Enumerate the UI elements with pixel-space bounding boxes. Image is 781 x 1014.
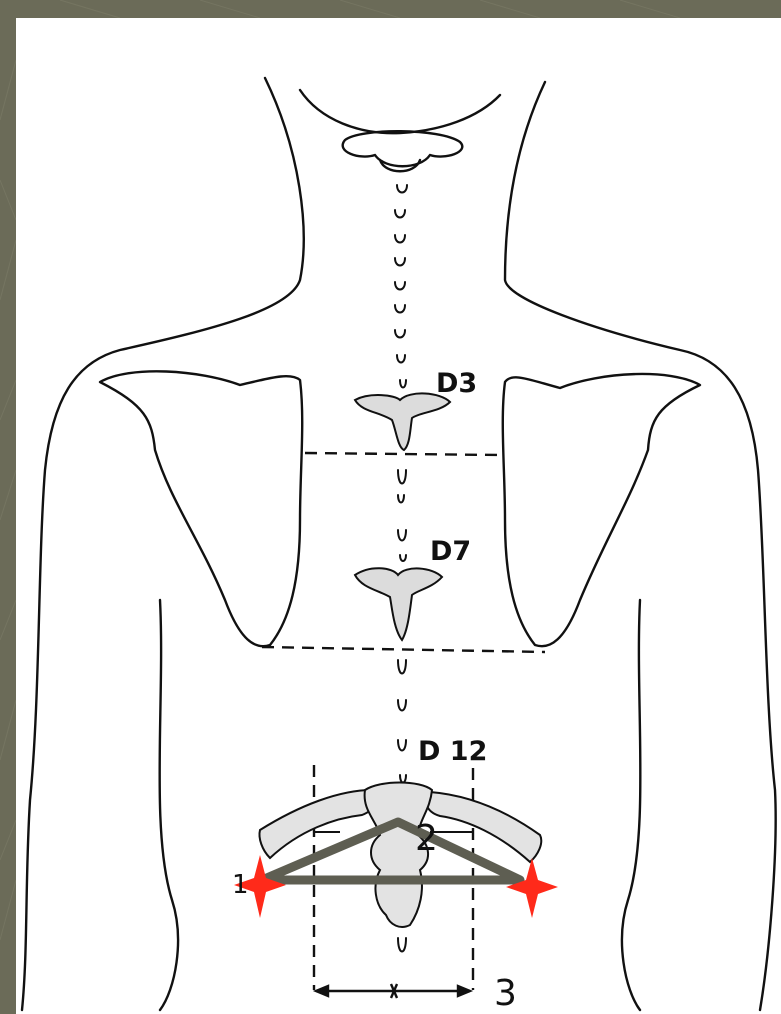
left-scapula xyxy=(100,371,302,646)
right-rib-12 xyxy=(426,792,541,862)
marker-2-label: 2 xyxy=(415,818,438,859)
marker-1-label: 1 xyxy=(232,870,249,900)
cervical-vertebrae xyxy=(395,185,407,363)
right-star-marker xyxy=(506,858,558,918)
right-arm-inner-line xyxy=(622,600,640,1010)
width-measure-arrow xyxy=(316,984,470,998)
d12-label: D 12 xyxy=(418,736,487,767)
d7-label: D7 xyxy=(430,536,471,567)
d7-vertebra xyxy=(355,568,442,640)
d3-level-line xyxy=(305,453,500,455)
left-arm-inner-line xyxy=(160,600,178,1010)
atlas-vertebra xyxy=(343,131,463,166)
jaw-outline xyxy=(300,90,500,133)
marker-3-label: 3 xyxy=(494,973,517,1014)
d7-level-line xyxy=(262,647,545,652)
d3-label: D3 xyxy=(436,368,477,399)
d3-vertebra xyxy=(355,393,450,450)
left-rib-12 xyxy=(259,790,375,858)
right-scapula xyxy=(503,374,700,646)
